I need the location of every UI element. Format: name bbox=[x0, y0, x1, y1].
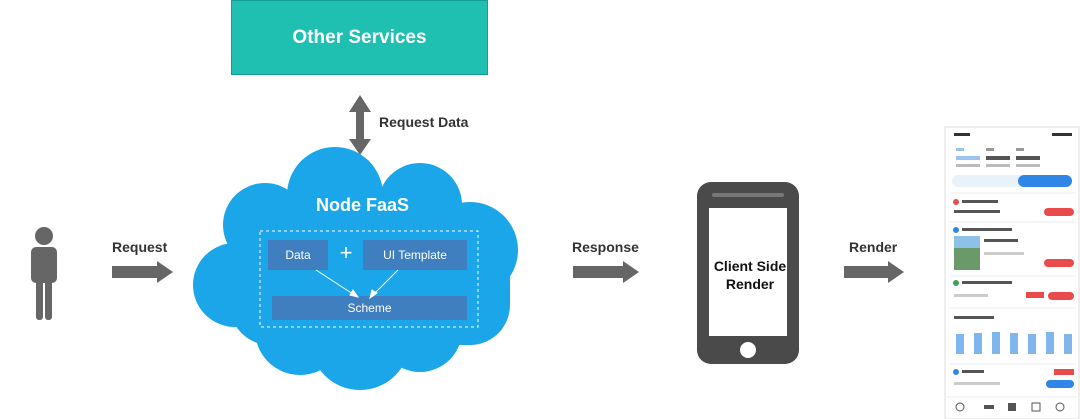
other-services-box: Other Services bbox=[231, 0, 488, 75]
render-arrow bbox=[844, 261, 904, 283]
node-faas-label: Node FaaS bbox=[316, 195, 410, 215]
user-icon bbox=[31, 227, 57, 320]
response-label: Response bbox=[572, 239, 639, 255]
client-side-line1: Client Side bbox=[713, 258, 787, 274]
request-label: Request bbox=[112, 239, 168, 255]
response-arrow bbox=[573, 261, 639, 283]
app-screenshot bbox=[944, 126, 1080, 419]
faas-inner-region bbox=[259, 230, 479, 328]
request-data-label: Request Data bbox=[379, 114, 469, 130]
scheme-label: Scheme bbox=[347, 301, 392, 315]
merge-arrows bbox=[315, 269, 399, 300]
ui-template-label: UI Template bbox=[383, 248, 447, 262]
client-side-render-label: Client Side Render bbox=[700, 257, 800, 293]
request-data-arrow bbox=[349, 95, 371, 155]
phone-icon bbox=[697, 182, 799, 364]
ui-template-box bbox=[363, 240, 467, 270]
render-label: Render bbox=[849, 239, 898, 255]
request-arrow bbox=[112, 261, 173, 283]
client-side-line2: Render bbox=[725, 276, 775, 292]
data-label: Data bbox=[285, 248, 311, 262]
other-services-label: Other Services bbox=[292, 27, 427, 48]
scheme-box bbox=[272, 296, 467, 320]
plus-sign: + bbox=[339, 240, 353, 265]
cloud-shape bbox=[193, 147, 518, 390]
data-box bbox=[268, 240, 328, 270]
